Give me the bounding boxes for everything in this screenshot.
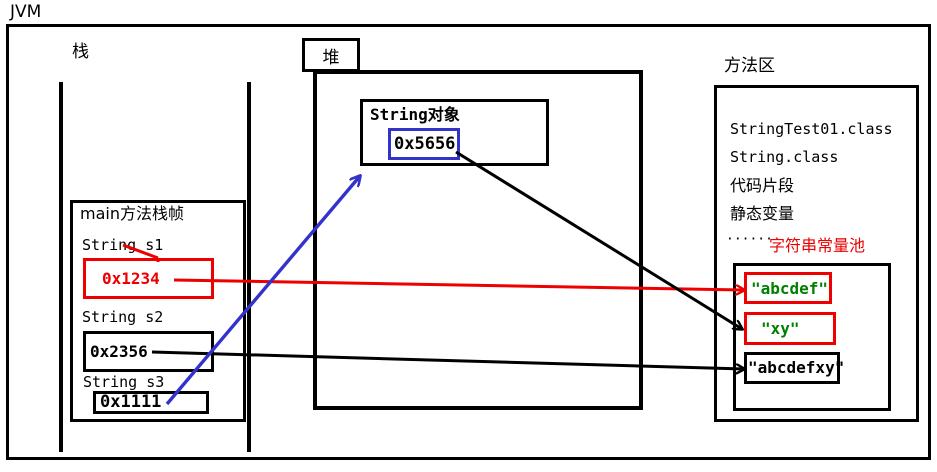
string-constant-pool-label: 字符串常量池 [769, 236, 866, 255]
stack-rail-right [247, 82, 251, 452]
heap-rail-top [313, 70, 643, 74]
variable-declaration-s2: String s2 [82, 308, 164, 326]
variable-declaration-s3: String s3 [83, 373, 165, 391]
heap-object-address: 0x5656 [394, 134, 456, 154]
method-area-entry-0: StringTest01.class [730, 120, 893, 138]
method-area-entry-3: 静态变量 [730, 204, 795, 223]
heap-region-label: 堆 [322, 47, 340, 68]
heap-region-tag: 堆 [302, 38, 360, 72]
method-area-label: 方法区 [724, 56, 775, 76]
heap-rail-bottom [313, 406, 643, 410]
main-stack-frame-label: main方法栈帧 [80, 204, 184, 223]
stack-rail-left [59, 82, 63, 452]
variable-value-s3: 0x1111 [100, 392, 162, 412]
jvm-title: JVM [10, 2, 42, 22]
method-area-entry-1: String.class [730, 148, 839, 166]
method-area-ellipsis: ······ [726, 232, 773, 247]
variable-value-s1: 0x1234 [102, 269, 160, 288]
heap-string-object-box [360, 99, 549, 166]
heap-object-address-box [388, 128, 460, 160]
heap-rail-right [639, 70, 643, 410]
string-constant-pool-box [733, 263, 891, 411]
stack-region-label: 栈 [72, 42, 89, 62]
heap-string-object-label: String对象 [370, 105, 460, 124]
heap-rail-left [313, 70, 317, 410]
jvm-outer-frame [6, 24, 931, 460]
variable-declaration-s1: String s1 [82, 236, 164, 254]
variable-value-s2: 0x2356 [90, 342, 148, 361]
method-area-entry-2: 代码片段 [730, 176, 795, 195]
pool-entry-xy: "xy" [761, 319, 800, 338]
pool-entry-abcdef: "abcdef" [751, 279, 829, 298]
pool-entry-abcdefxy: "abcdefxy" [748, 358, 845, 377]
pool-entry-box-xy [744, 312, 836, 345]
